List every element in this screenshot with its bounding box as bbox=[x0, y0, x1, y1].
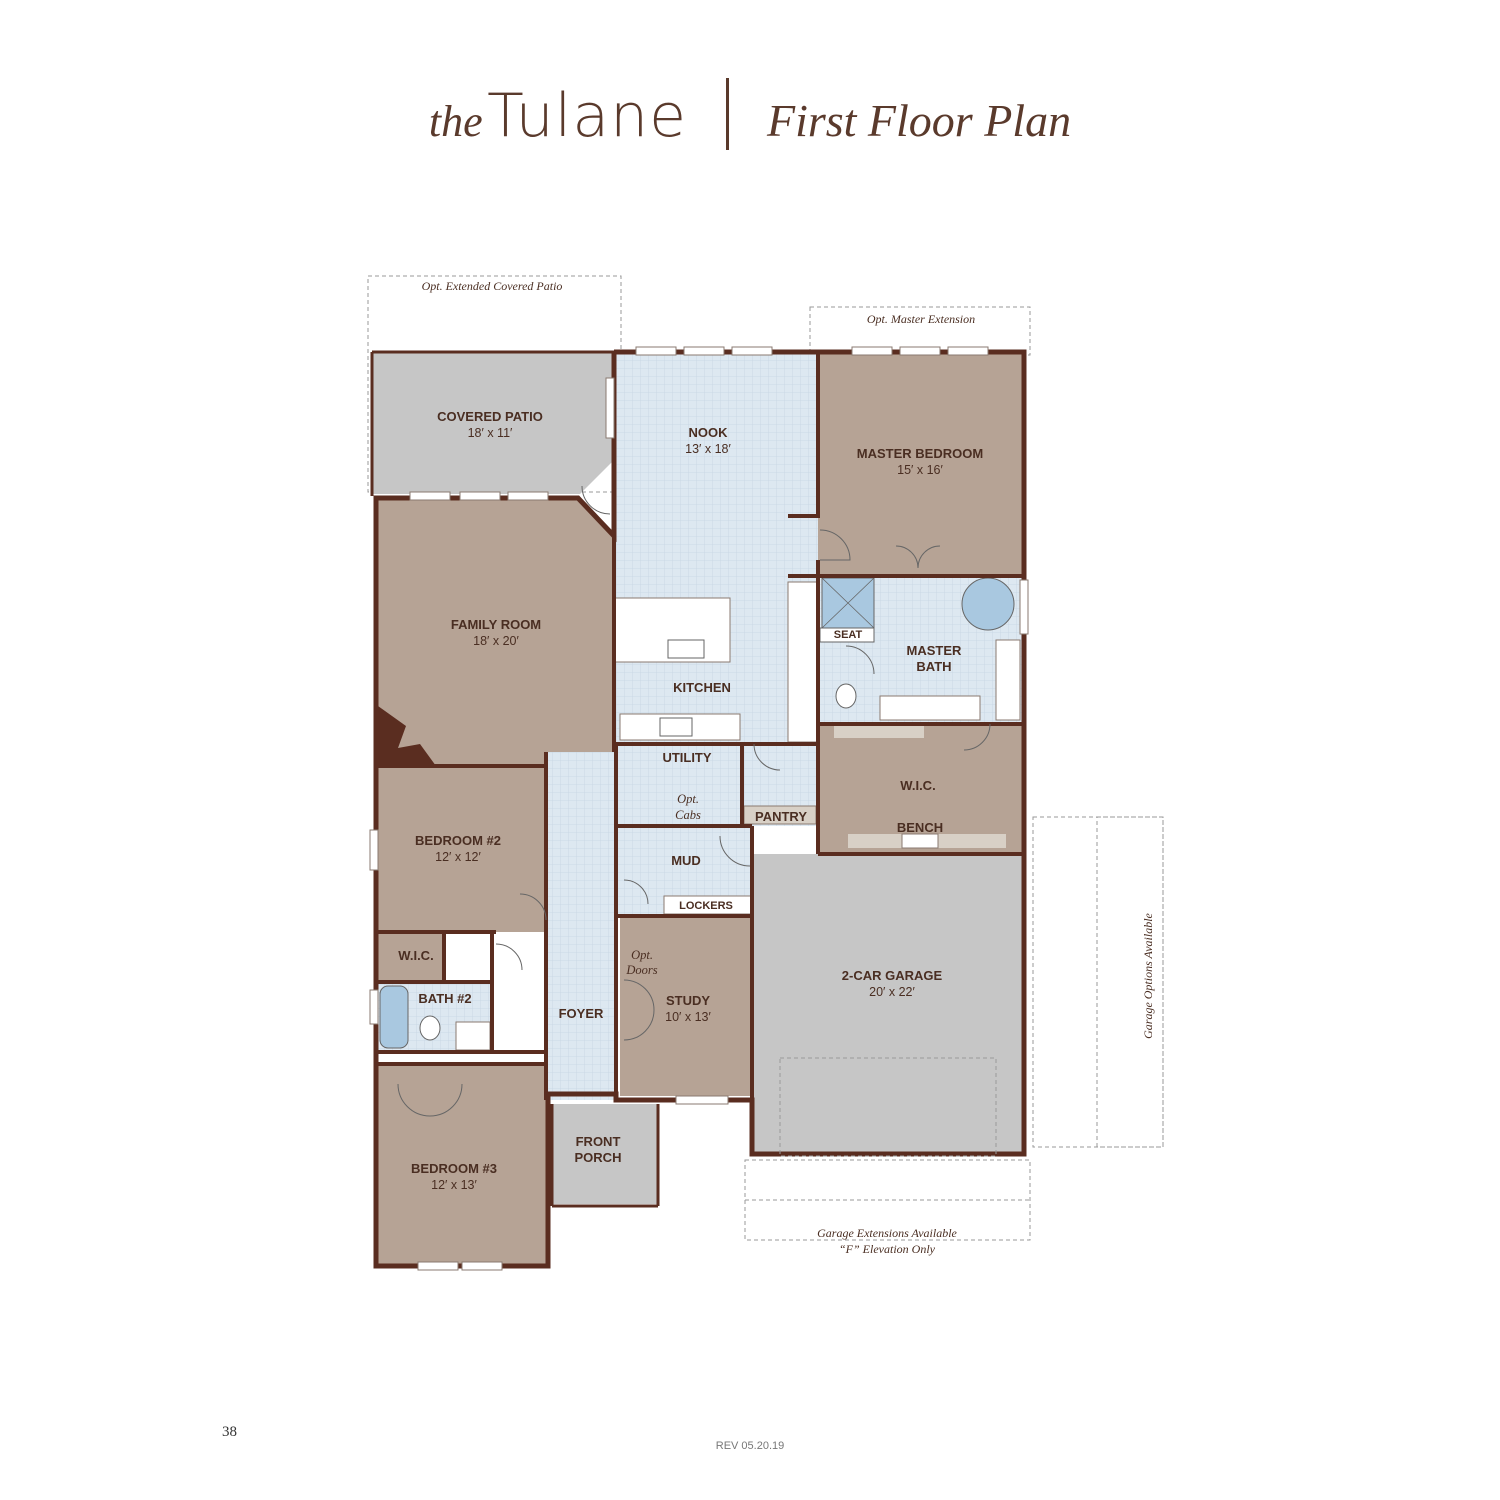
master-wic-area bbox=[818, 724, 1024, 854]
door-swings bbox=[397, 485, 991, 1117]
utility-label: UTILITY bbox=[662, 750, 711, 765]
bedroom2-label: BEDROOM #2 bbox=[415, 833, 501, 848]
note-opt-cabs-2: Cabs bbox=[675, 808, 701, 822]
kitchen-label: KITCHEN bbox=[673, 680, 731, 695]
walls bbox=[370, 349, 1027, 1269]
bedroom3-area bbox=[376, 1064, 546, 1264]
master-bath-label-2: BATH bbox=[916, 659, 951, 674]
note-opt-doors-2: Doors bbox=[625, 963, 657, 977]
bedroom3-label: BEDROOM #3 bbox=[411, 1161, 497, 1176]
family-room-label: FAMILY ROOM bbox=[451, 617, 541, 632]
note-garage-ext-1: Garage Extensions Available bbox=[817, 1226, 957, 1240]
study-label: STUDY bbox=[666, 993, 710, 1008]
side-cabinets bbox=[787, 581, 819, 743]
master-vanity-right bbox=[995, 639, 1021, 721]
bedroom3-dim: 12′ x 13′ bbox=[431, 1178, 477, 1192]
bathtub bbox=[961, 577, 1015, 631]
wic2-label: W.I.C. bbox=[398, 948, 433, 963]
front-porch-label-1: FRONT bbox=[576, 1134, 621, 1149]
master-bedroom-label: MASTER BEDROOM bbox=[857, 446, 983, 461]
master-bedroom-area bbox=[818, 352, 1024, 574]
bench bbox=[901, 833, 939, 849]
title-prefix: the bbox=[428, 97, 483, 146]
covered-patio-dim: 18′ x 11′ bbox=[468, 426, 513, 440]
study-area bbox=[620, 916, 754, 1096]
master-wic-label: W.I.C. bbox=[900, 778, 935, 793]
nook-dim: 13′ x 18′ bbox=[685, 442, 731, 456]
lockers-label: LOCKERS bbox=[679, 900, 733, 912]
plan-subtitle: First Floor Plan bbox=[766, 95, 1072, 146]
island-sink bbox=[667, 639, 705, 659]
covered-patio-label: COVERED PATIO bbox=[437, 409, 543, 424]
front-porch-area bbox=[552, 1104, 658, 1204]
bath2-vanity bbox=[455, 1021, 491, 1051]
note-opt-cabs-1: Opt. bbox=[677, 792, 699, 806]
pantry-label: PANTRY bbox=[755, 809, 807, 824]
foyer-label: FOYER bbox=[559, 1006, 604, 1021]
page-title: the Tulane First Floor Plan bbox=[0, 78, 1500, 151]
bedroom2-dim: 12′ x 12′ bbox=[435, 850, 481, 864]
page-number: 38 bbox=[222, 1424, 237, 1440]
nook-kitchen-area bbox=[612, 352, 818, 744]
family-room-area bbox=[376, 498, 614, 766]
shower-cross bbox=[821, 577, 875, 629]
note-master-ext: Opt. Master Extension bbox=[867, 312, 975, 326]
hall-area bbox=[546, 752, 616, 1100]
title-divider bbox=[725, 78, 729, 150]
master-vanity bbox=[879, 695, 981, 721]
bedroom2-area bbox=[376, 766, 546, 932]
garage-label: 2-CAR GARAGE bbox=[842, 968, 943, 983]
master-bath-label-1: MASTER bbox=[907, 643, 963, 658]
family-room-dim: 18′ x 20′ bbox=[473, 634, 519, 648]
bath2-toilet bbox=[419, 1015, 441, 1041]
note-garage-ext-2: “F” Elevation Only bbox=[839, 1242, 936, 1256]
fireplace bbox=[378, 706, 436, 766]
garage-area bbox=[752, 854, 1024, 1154]
covered-patio-area bbox=[372, 352, 612, 494]
master-bedroom-dim: 15′ x 16′ bbox=[897, 463, 943, 477]
bench-label: BENCH bbox=[897, 820, 943, 835]
revision-label: REV 05.20.19 bbox=[715, 1440, 785, 1452]
utility-area bbox=[616, 744, 742, 826]
master-toilet bbox=[835, 683, 857, 709]
note-garage-options: Garage Options Available bbox=[1141, 912, 1155, 1038]
wic-shelf-top bbox=[834, 726, 924, 738]
note-opt-doors-1: Opt. bbox=[631, 948, 653, 962]
mud-label: MUD bbox=[671, 853, 701, 868]
note-ext-patio: Opt. Extended Covered Patio bbox=[422, 279, 563, 293]
wic2-area bbox=[376, 932, 444, 982]
seat-label: SEAT bbox=[834, 629, 863, 641]
bath2-label: BATH #2 bbox=[418, 991, 471, 1006]
study-dim: 10′ x 13′ bbox=[665, 1010, 711, 1024]
windows bbox=[369, 346, 1029, 1271]
garage-door-outline bbox=[779, 1057, 997, 1157]
front-porch-label-2: PORCH bbox=[575, 1150, 622, 1165]
plan-name: Tulane bbox=[487, 81, 688, 151]
nook-label: NOOK bbox=[689, 425, 729, 440]
garage-dim: 20′ x 22′ bbox=[869, 985, 915, 999]
cooktop bbox=[659, 717, 693, 737]
garage-options-outline-2 bbox=[1096, 816, 1164, 1148]
bath2-tub bbox=[379, 985, 409, 1049]
